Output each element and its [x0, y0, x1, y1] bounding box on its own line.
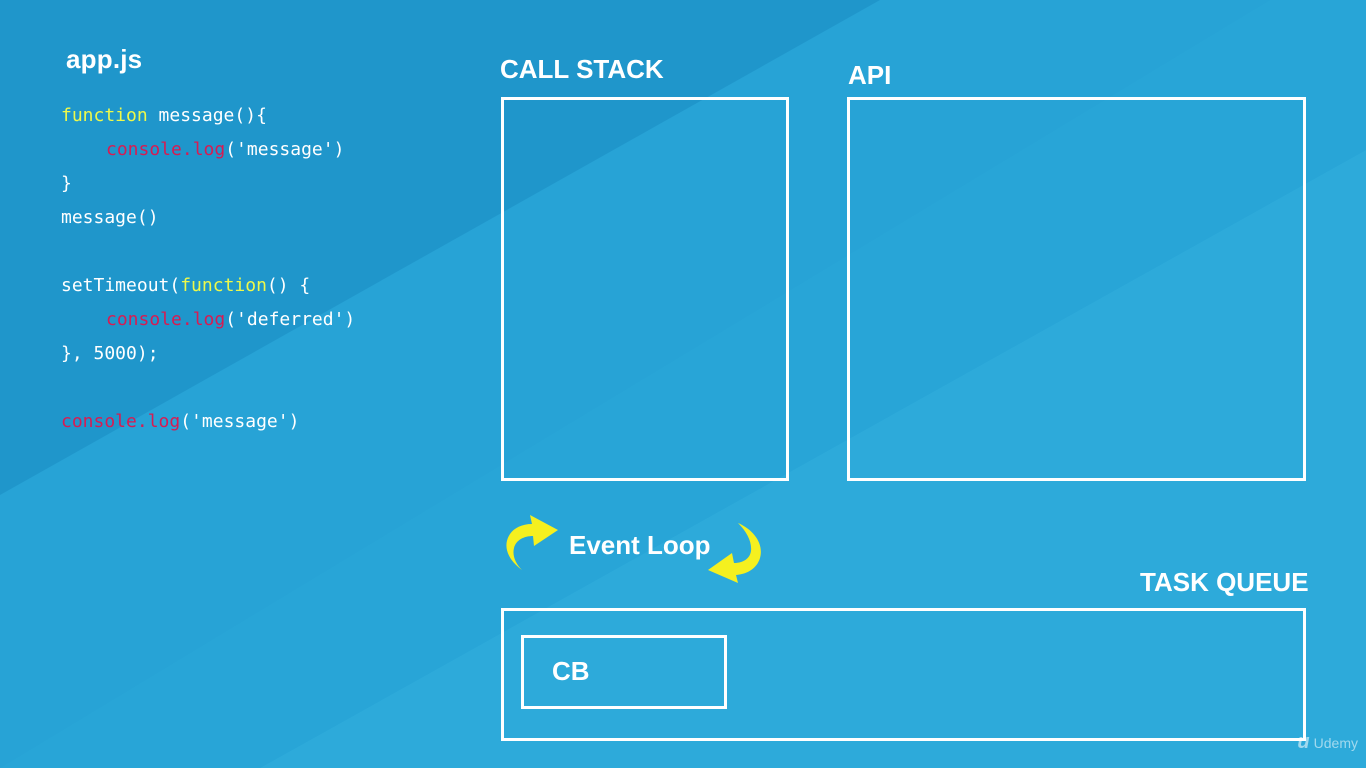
task-queue-box [501, 608, 1306, 741]
code-line: setTimeout(function() { [61, 275, 311, 296]
code-line: message() [61, 207, 159, 228]
file-title: app.js [66, 44, 143, 74]
task-queue-item: CB [521, 635, 727, 709]
call-stack-label: CALL STACK [500, 54, 664, 84]
code-line: console.log('message') [106, 139, 345, 160]
code-line: console.log('message') [61, 411, 300, 432]
event-loop-arrow-up-icon [506, 515, 558, 570]
call-stack-box [501, 97, 789, 481]
event-loop-label: Event Loop [569, 530, 711, 560]
watermark-text: Udemy [1313, 734, 1358, 751]
task-queue-item-label: CB [552, 656, 590, 686]
api-label: API [848, 60, 892, 90]
task-queue-label: TASK QUEUE [1140, 567, 1309, 597]
api-box [847, 97, 1306, 481]
code-line-blank [61, 371, 355, 405]
code-line: } [61, 173, 72, 194]
code-block: function message(){ console.log('message… [61, 99, 355, 439]
udemy-watermark: u Udemy [1297, 731, 1358, 754]
udemy-logo-icon: u [1297, 731, 1310, 753]
code-line: function message(){ [61, 105, 267, 126]
code-line: console.log('deferred') [106, 309, 356, 330]
event-loop-arrow-down-icon [708, 523, 761, 583]
code-line: }, 5000); [61, 343, 159, 364]
code-line-blank [61, 235, 355, 269]
